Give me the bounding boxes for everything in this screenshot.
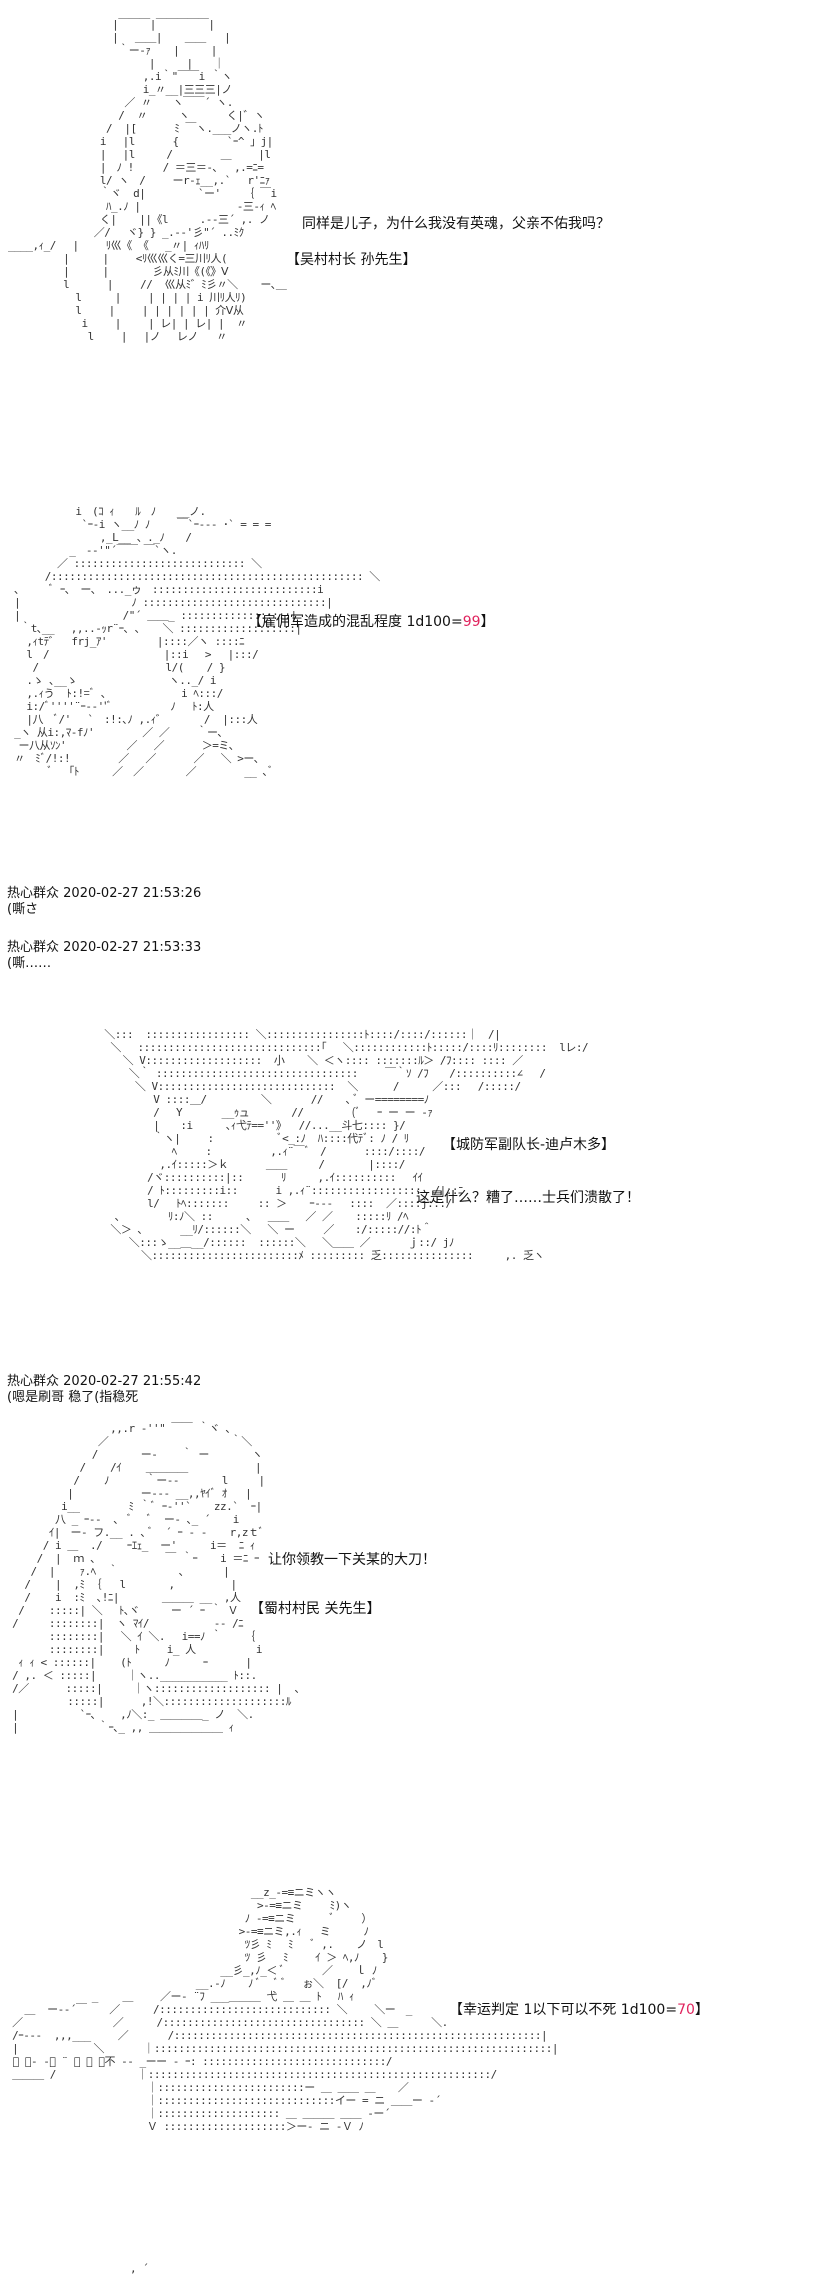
ascii-art-figure-3: ＼::: ::::::::::::::::: ＼::::::::::::::::… (104, 1028, 589, 1262)
comment-3-header: 热心群众 2020-02-27 21:55:42 (7, 1374, 201, 1389)
dialogue-diarmuid: 这是什么？糟了……士兵们溃散了！ (416, 1190, 640, 1206)
ascii-art-figure-4: ,,.r ‐''" ￣￣ ｀ヾ ､ ／ ｀＼ / ー‐ ｀ ー ヽ / /ｲ ＿… (12, 1422, 300, 1734)
roll-luck-value: 70 (677, 2002, 695, 2018)
dialogue-sun: 同样是儿子，为什么我没有英魂，父亲不佑我吗？ (302, 216, 610, 232)
comment-1-user: 热心群众 (7, 886, 60, 901)
ascii-art-figure-1: |￣￣￣|￣￣￣￣￣| | ＿＿| ＿＿ | ｀ー-ｧ | | | | ｜ ,.… (8, 18, 287, 343)
dialogue-guan: 让你领教一下关某的大刀！ (268, 1552, 436, 1568)
ascii-art-fragment-bottom: , ´ (130, 2262, 149, 2275)
comment-2-time: 2020-02-27 21:53:33 (63, 940, 202, 955)
comment-1-header: 热心群众 2020-02-27 21:53:26 (7, 886, 201, 901)
speaker-tag-sun: 【吴村村长 孙先生】 (286, 252, 417, 268)
roll-chaos-prefix: 【雇佣军造成的混乱程度 1d100= (248, 614, 463, 630)
roll-luck: 【幸运判定 1以下可以不死 1d100=70】 (449, 2002, 709, 2018)
comment-3-user: 热心群众 (7, 1374, 60, 1389)
comment-2-text: (嘶…… (7, 956, 52, 971)
roll-chaos-suffix: 】 (480, 614, 495, 630)
speaker-tag-guan: 【蜀村村民 关先生】 (250, 1601, 381, 1617)
roll-chaos-value: 99 (462, 614, 481, 630)
roll-luck-suffix: 】 (694, 2002, 709, 2018)
speaker-tag-diarmuid: 【城防军副队长-迪卢木多】 (442, 1137, 616, 1153)
comment-1-time: 2020-02-27 21:53:26 (63, 886, 202, 901)
comment-2-user: 热心群众 (7, 940, 60, 955)
ascii-art-figure-5: __z_-=≡ニミヽヽ >-=≡ニミ ﾐ)ヽ ﾉ -=≡ニミ ﾞ ） >-=≡ニ… (6, 1886, 558, 2133)
comment-2-header: 热心群众 2020-02-27 21:53:33 (7, 940, 201, 955)
comment-1-text: (嘶さ (7, 902, 39, 917)
comment-3-time: 2020-02-27 21:55:42 (63, 1374, 202, 1389)
ascii-art-figure-2: i (ｺ ｨ ﾙ ﾉ __ノ. `ｰ-i ヽ__ﾉ ﾉ ￣`ｰ-‐- ･` = … (14, 505, 380, 778)
roll-luck-prefix: 【幸运判定 1以下可以不死 1d100= (449, 2002, 678, 2018)
comment-3-text: (嗯是刷哥 稳了(指稳死 (7, 1390, 139, 1405)
roll-chaos: 【雇佣军造成的混乱程度 1d100=99】 (248, 614, 495, 630)
